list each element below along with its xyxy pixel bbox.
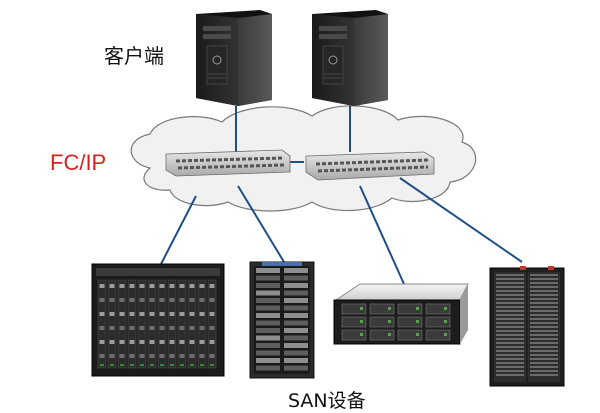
network-diagram bbox=[91, 10, 565, 387]
links bbox=[159, 106, 523, 285]
link-switch1-blade-chassis bbox=[159, 195, 197, 267]
network-cloud bbox=[130, 105, 477, 212]
link-switch1-storage-rack-small bbox=[237, 185, 285, 263]
rack-storage-server-icon bbox=[333, 283, 469, 345]
tower-server-2-icon bbox=[312, 10, 388, 106]
network-label: FC/IP bbox=[50, 150, 107, 175]
blade-chassis-icon bbox=[91, 263, 225, 377]
client-label: 客户端 bbox=[104, 44, 164, 68]
storage-rack-tall-icon bbox=[489, 266, 565, 387]
switch-2-icon bbox=[305, 151, 435, 181]
link-switch2-rack-storage bbox=[359, 185, 405, 285]
tower-server-1-icon bbox=[196, 10, 272, 106]
switch-1-icon bbox=[165, 149, 291, 177]
link-switch2-storage-rack-tall bbox=[399, 177, 523, 263]
storage-rack-small-icon bbox=[249, 261, 315, 379]
